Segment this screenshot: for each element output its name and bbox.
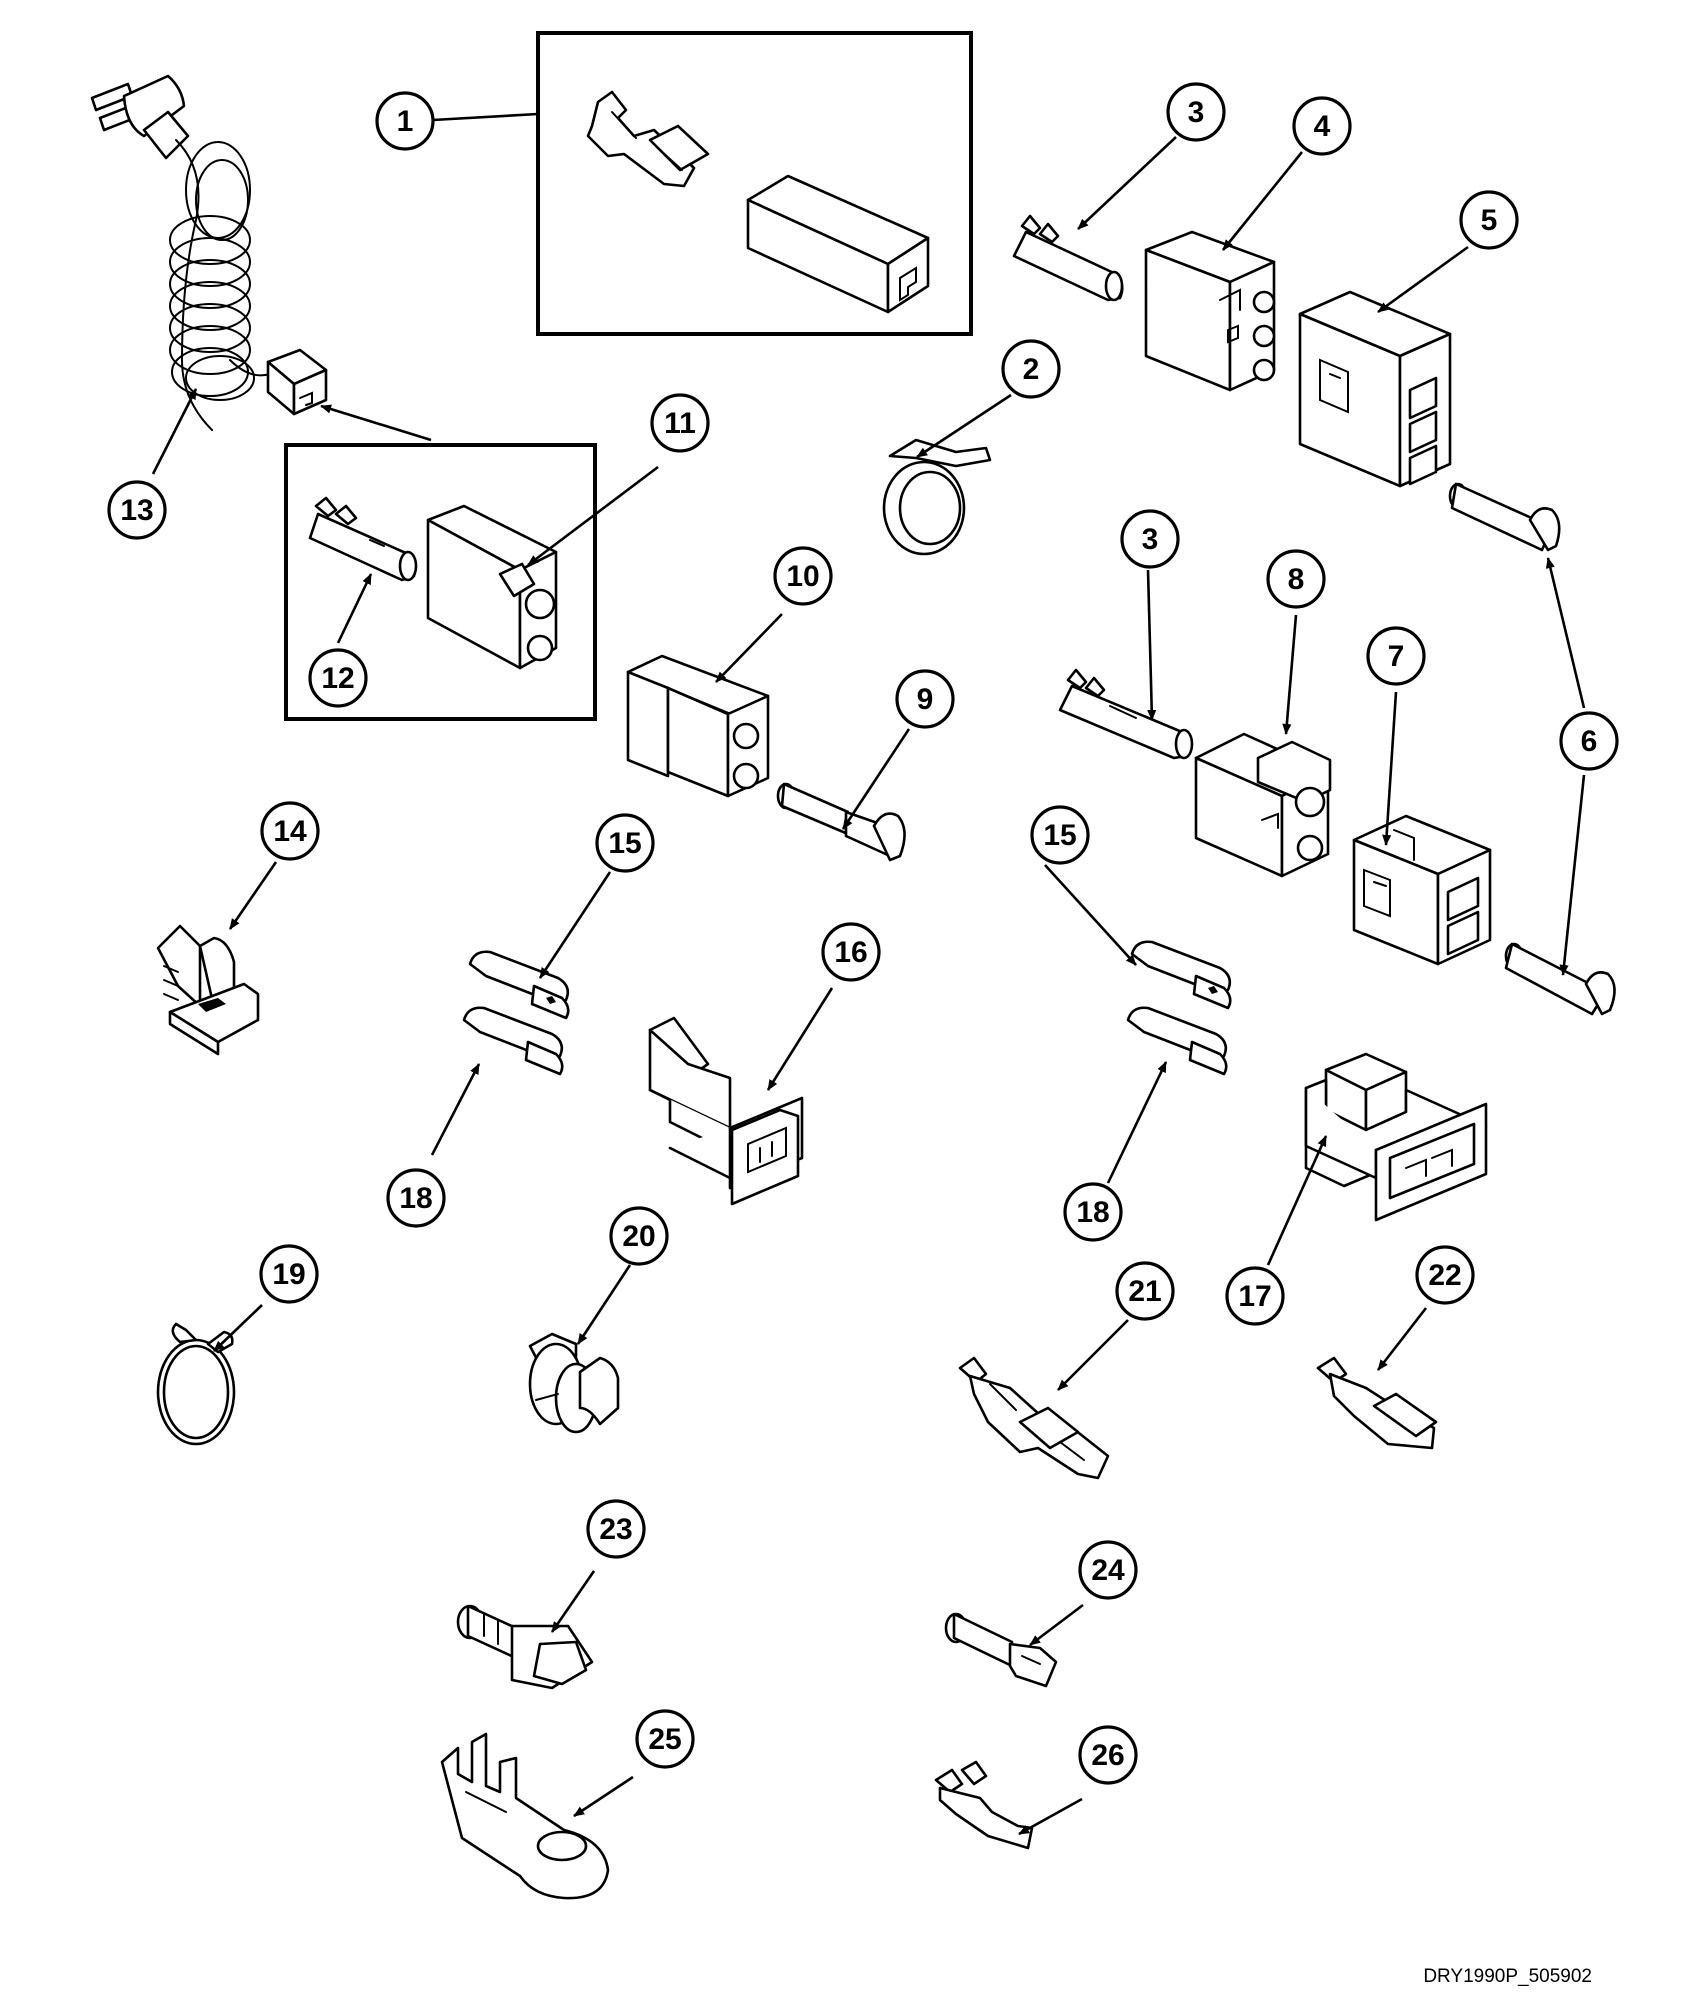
callout-15-right: 15 [1030,805,1090,865]
leader-lines [151,112,1586,1836]
callout-8: 8 [1266,549,1326,609]
part-18-left-terminal [462,1006,564,1076]
callout-11: 11 [650,393,710,453]
callout-6: 6 [1559,711,1619,771]
part-15-left-terminal [468,950,570,1020]
callout-3-upper-label: 3 [1188,96,1205,129]
callout-25: 25 [635,1709,695,1769]
callout-20: 20 [609,1206,669,1266]
part-1-housing [746,174,930,314]
callout-18-left-label: 18 [399,1182,432,1215]
part-6-upper-terminal [1448,482,1561,552]
callout-18-left: 18 [386,1168,446,1228]
callout-15-left: 15 [595,813,655,873]
part-19-ring-clip [156,1322,236,1446]
part-5-three-slot-housing [1298,290,1452,488]
callout-13: 13 [107,480,167,540]
part-9-pin-terminal [776,782,906,862]
callout-2: 2 [1001,339,1061,399]
callout-4: 4 [1292,96,1352,156]
callout-17: 17 [1225,1266,1285,1326]
callout-14-label: 14 [273,815,307,848]
callout-15-right-label: 15 [1043,819,1076,852]
part-3-upper-pin-terminal [1012,214,1124,302]
part-20-wire-clip [528,1332,620,1434]
part-2-clamp [882,438,992,556]
part-16-connector-housing [648,1016,804,1206]
part-4-three-pin-housing [1144,230,1276,392]
part-1-female-terminal [586,90,710,188]
callout-15-left-label: 15 [608,827,641,860]
part-6-lower-terminal [1504,942,1616,1016]
drawing-code: DRY1990P_505902 [1423,1966,1592,1987]
callout-11-label: 11 [664,407,696,440]
part-25-ring-terminal [440,1732,610,1900]
callout-22-label: 22 [1428,1259,1461,1292]
callout-7: 7 [1366,626,1426,686]
callout-26: 26 [1078,1725,1138,1785]
callout-7-label: 7 [1388,640,1405,673]
callout-3-middle-label: 3 [1142,523,1159,556]
callout-12: 12 [308,648,368,708]
callout-16-label: 16 [834,936,867,969]
callout-5: 5 [1459,190,1519,250]
callout-3-upper: 3 [1166,82,1226,142]
callout-16: 16 [821,922,881,982]
kit-box-11-12 [284,443,597,721]
part-17-connector-housing [1304,1052,1488,1222]
callout-23-label: 23 [599,1513,632,1546]
callout-21: 21 [1115,1261,1175,1321]
part-13-power-cord [90,74,328,431]
callout-26-label: 26 [1091,1739,1124,1772]
callout-8-label: 8 [1288,563,1305,596]
part-12-pin-terminal [308,496,418,582]
callout-3-middle: 3 [1120,509,1180,569]
part-21-female-terminal [958,1356,1110,1480]
callout-22: 22 [1415,1245,1475,1305]
part-24-insulated-terminal [944,1612,1058,1688]
callout-10-label: 10 [786,560,819,593]
callout-5-label: 5 [1481,204,1498,237]
callout-25-label: 25 [648,1723,681,1756]
part-8-housing [1194,732,1332,878]
callout-1-label: 1 [397,105,414,138]
part-22-female-terminal [1316,1356,1438,1450]
part-18-right-terminal [1126,1006,1228,1076]
callout-4-label: 4 [1314,110,1331,143]
callout-6-label: 6 [1581,725,1598,758]
callout-19-label: 19 [272,1258,305,1291]
part-3-middle-pin-terminal [1058,668,1194,760]
callout-1: 1 [375,91,435,151]
callout-17-label: 17 [1238,1280,1271,1313]
callout-2-label: 2 [1023,353,1040,386]
callout-20-label: 20 [622,1220,655,1253]
callout-24-label: 24 [1091,1554,1125,1587]
part-14-wire-clip [156,924,260,1056]
part-10-two-pin-housing [626,654,770,798]
callout-24: 24 [1078,1540,1138,1600]
callout-10: 10 [773,546,833,606]
kit-box-1 [536,31,973,336]
callout-18-right: 18 [1063,1182,1123,1242]
part-11-housing [426,504,558,670]
callout-12-label: 12 [321,662,354,695]
callout-14: 14 [260,801,320,861]
part-15-right-terminal [1130,940,1232,1010]
callout-21-label: 21 [1128,1275,1161,1308]
callout-9-label: 9 [917,683,934,716]
part-26-terminal [934,1760,1034,1850]
part-7-two-slot-housing [1352,814,1492,966]
callout-23: 23 [586,1499,646,1559]
callout-19: 19 [259,1244,319,1304]
part-23-insulated-terminal [456,1604,594,1690]
callout-13-label: 13 [120,494,153,527]
callout-18-right-label: 18 [1076,1196,1109,1229]
callout-9: 9 [895,669,955,729]
